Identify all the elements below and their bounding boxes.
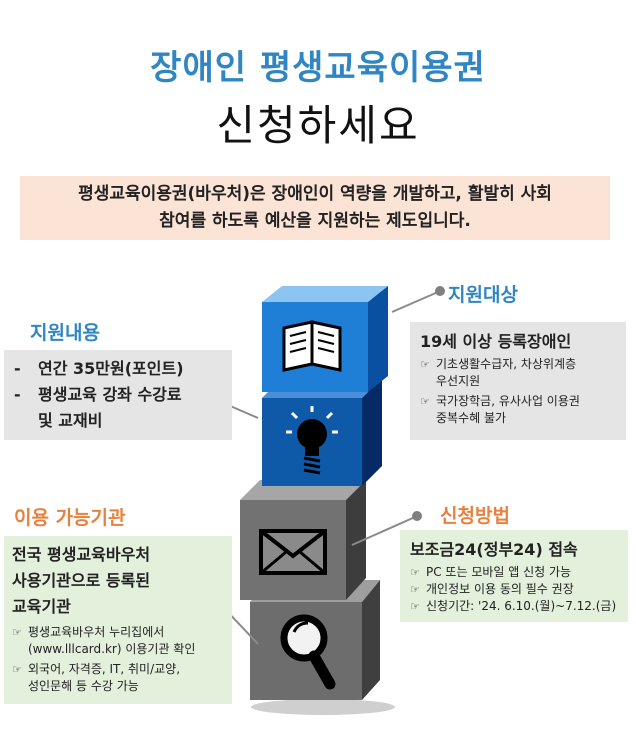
support-target-title: 지원대상 [448,284,518,306]
application-title: 신청방법 [440,505,510,527]
support-content-item: - 연간 35만원(포인트) [14,359,184,378]
institutions-note: ☞ 평생교육바우처 누리집에서 (www.lllcard.kr) 이용기관 확인 [12,625,196,656]
institutions-note: ☞ 외국어, 자격증, IT, 취미/교양, 성인문해 등 수강 가능 [12,662,181,693]
magnifier-icon [280,614,336,690]
support-target-note: ☞ 기초생활수급자, 차상위계층 우선지원 [420,357,577,388]
envelope-icon [259,529,327,575]
pointing-hand-icon: ☞ [410,600,420,613]
intro-line-2: 참여를 하도록 예산을 지원하는 제도입니다. [159,211,471,231]
support-target-box: 19세 이상 등록장애인 ☞ 기초생활수급자, 차상위계층 우선지원 ☞ 국가장… [410,322,626,440]
support-target-head: 19세 이상 등록장애인 [420,332,572,351]
pointing-hand-icon: ☞ [410,566,420,579]
lightbulb-icon [286,406,338,475]
support-content-box: - 연간 35만원(포인트) - 평생교육 강좌 수강료 및 교재비 [4,350,232,440]
page-title: 장애인 평생교육이용권 [150,48,486,88]
document-icon [282,320,342,372]
application-note: ☞ 신청기간: '24. 6.10.(월)~7.12.(금) [410,599,617,613]
pointing-hand-icon: ☞ [12,663,22,676]
application-note: ☞ PC 또는 모바일 앱 신청 가능 [410,565,572,579]
institutions-box: 전국 평생교육바우처 사용기관으로 등록된 교육기관 ☞ 평생교육바우처 누리집… [4,536,232,704]
pointing-hand-icon: ☞ [12,626,22,639]
institutions-head: 전국 평생교육바우처 사용기관으로 등록된 교육기관 [12,545,151,616]
application-note: ☞ 개인정보 이용 동의 필수 권장 [410,582,574,596]
institutions-title: 이용 가능기관 [14,507,126,529]
support-content-title: 지원내용 [30,322,100,344]
support-target-note: ☞ 국가장학금, 유사사업 이용권 중복수혜 불가 [420,394,580,425]
pointing-hand-icon: ☞ [420,395,430,408]
cube-document [262,286,388,392]
application-head: 보조금24(정부24) 접속 [410,540,578,559]
pointing-hand-icon: ☞ [410,583,420,596]
application-box: 보조금24(정부24) 접속 ☞ PC 또는 모바일 앱 신청 가능 ☞ 개인정… [400,530,628,622]
page-subtitle: 신청하세요 [216,101,420,150]
intro-banner: 평생교육이용권(바우처)은 장애인이 역량을 개발하고, 활발히 사회 참여를 … [20,176,610,240]
cube-stack [240,286,395,715]
pointing-hand-icon: ☞ [420,358,430,371]
support-content-item: - 평생교육 강좌 수강료 [14,385,182,404]
support-content-item: 및 교재비 [38,411,103,430]
intro-line-1: 평생교육이용권(바우처)은 장애인이 역량을 개발하고, 활발히 사회 [78,184,552,204]
